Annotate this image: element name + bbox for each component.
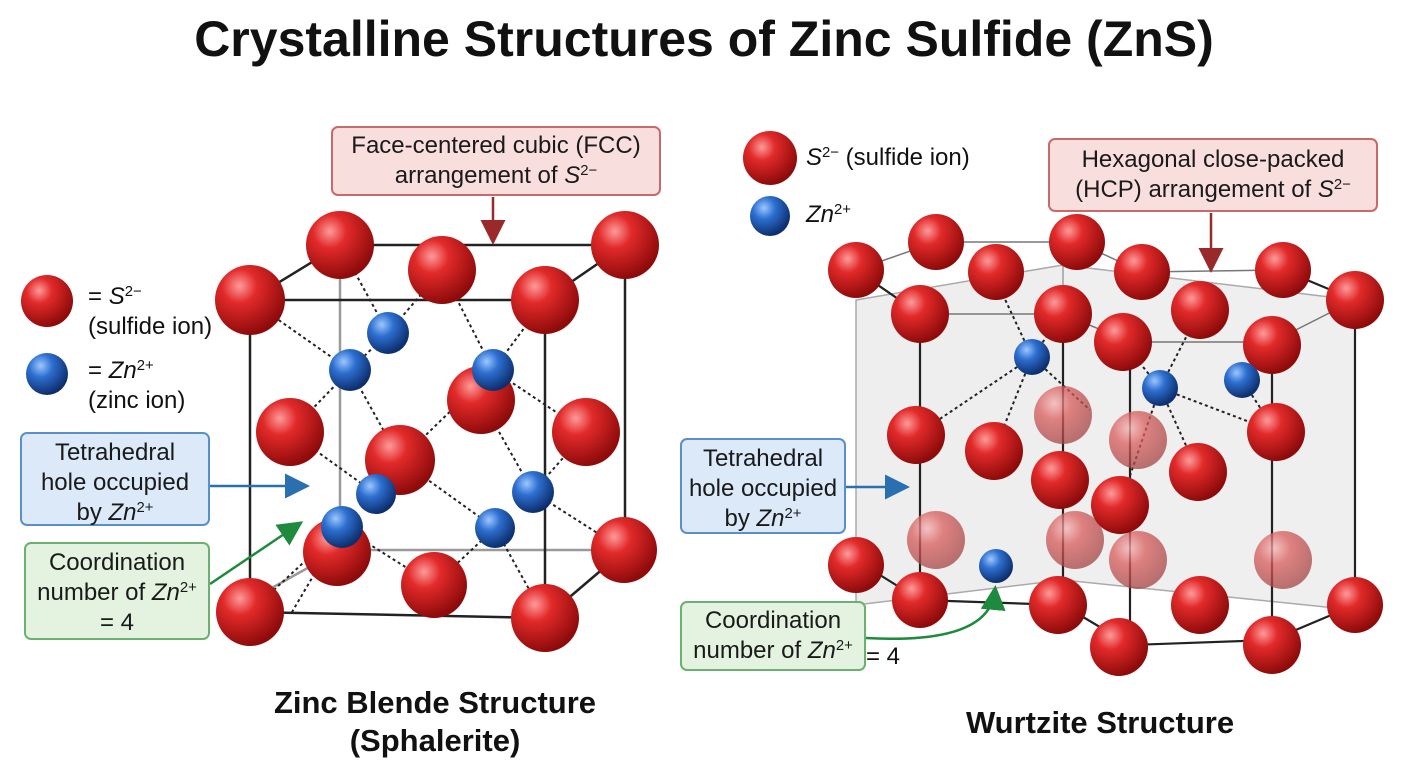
zb-coordination-label: Coordination number of Zn2+ = 4 [24, 542, 210, 640]
sulfide-ion [1114, 244, 1170, 300]
sulfide-ion [892, 572, 948, 628]
sulfide-ion [891, 285, 949, 343]
zinc-ion [1224, 362, 1260, 398]
sulfide-ion [828, 537, 884, 593]
sulfide-ion [256, 398, 324, 466]
zb-zinc-ions [321, 312, 554, 548]
wurtzite-caption: Wurtzite Structure [965, 705, 1235, 740]
sulfide-ion [1031, 451, 1089, 509]
sulfide-ion [1109, 531, 1167, 589]
sulfide-ion [1171, 281, 1229, 339]
sulfide-ion [408, 236, 476, 304]
wz-legend-zinc-label: Zn2+ [806, 201, 851, 228]
sulfide-ion [828, 242, 884, 298]
wurtzite-lattice [743, 131, 1384, 676]
zinc-ion [1014, 339, 1050, 375]
zinc-blende-caption: Zinc Blende Structure (Sphalerite) [273, 685, 597, 758]
zinc-ion [367, 312, 409, 354]
sulfide-ion [1091, 476, 1149, 534]
wz-legend-sulfide-label: S2− (sulfide ion) [806, 144, 970, 171]
zinc-ion [475, 508, 515, 548]
sulfide-ion [215, 265, 285, 335]
sulfide-ion [1090, 618, 1148, 676]
zinc-ion [329, 349, 371, 391]
zinc-blende-lattice [21, 197, 659, 652]
sulfide-ion [511, 584, 579, 652]
wz-zinc-ions [979, 339, 1260, 583]
sulfide-ion [1094, 313, 1152, 371]
sulfide-ion [887, 406, 945, 464]
zinc-ion [979, 549, 1013, 583]
legend-sulfide-label: = S2− (sulfide ion) [88, 283, 213, 340]
fcc-label-line1: Face-centered cubic (FCC) [351, 132, 641, 159]
zinc-ion [321, 506, 363, 548]
sulfide-ion [1169, 443, 1227, 501]
sulfide-ion [1034, 386, 1092, 444]
wz-coordination-label: Coordination number of Zn2+ [680, 601, 866, 671]
fcc-label-line2: arrangement of S2− [394, 162, 598, 189]
legend-sulfide-sphere [21, 275, 73, 327]
sulfide-ion [968, 244, 1024, 300]
sulfide-ion [306, 211, 374, 279]
sulfide-ion [511, 266, 579, 334]
zinc-ion [1142, 370, 1178, 406]
sulfide-ion [1247, 403, 1305, 461]
legend-sulfide-sphere [743, 131, 797, 185]
sulfide-ion [1049, 214, 1105, 270]
sulfide-ion [1255, 242, 1311, 298]
sulfide-ion [591, 211, 659, 279]
legend-zinc-sphere [26, 353, 68, 395]
sulfide-ion [1327, 577, 1383, 633]
legend-zinc-sphere [750, 196, 790, 236]
zinc-ion [356, 474, 396, 514]
sulfide-ion [1243, 316, 1301, 374]
wz-tetrahedral-hole-label: Tetrahedral hole occupied by Zn2+ [680, 438, 846, 534]
zb-tetrahedral-hole-label: Tetrahedral hole occupied by Zn2+ [20, 432, 210, 526]
sulfide-ion [1326, 271, 1384, 329]
sulfide-ion [401, 552, 467, 618]
wz-sulfide-ions [828, 214, 1384, 676]
sulfide-ion [552, 398, 620, 466]
sulfide-ion [907, 511, 965, 569]
sulfide-ion [965, 422, 1023, 480]
hcp-label: Hexagonal close-packed (HCP) arrangement… [1048, 138, 1378, 212]
sulfide-ion [1109, 411, 1167, 469]
zb-sulfide-ions [215, 211, 659, 652]
fcc-label: Face-centered cubic (FCC) arrangement of… [331, 126, 661, 196]
wz-coord-arrow [865, 585, 1006, 640]
sulfide-ion [1254, 531, 1312, 589]
legend-zinc-label: = Zn2+ (zinc ion) [88, 357, 186, 414]
zinc-ion [512, 471, 554, 513]
wz-sulfide-ions-back [907, 386, 1312, 589]
zinc-ion [472, 349, 514, 391]
page-title: Crystalline Structures of Zinc Sulfide (… [194, 11, 1214, 67]
sulfide-ion [1171, 576, 1229, 634]
sulfide-ion [591, 517, 657, 583]
sulfide-ion [1029, 576, 1087, 634]
sulfide-ion [1046, 511, 1104, 569]
sulfide-ion [1034, 285, 1092, 343]
sulfide-ion [908, 214, 964, 270]
zb-coord-arrow [209, 521, 304, 586]
sulfide-ion [1243, 616, 1301, 674]
sulfide-ion [216, 578, 284, 646]
wz-coordination-value: = 4 [866, 643, 901, 670]
